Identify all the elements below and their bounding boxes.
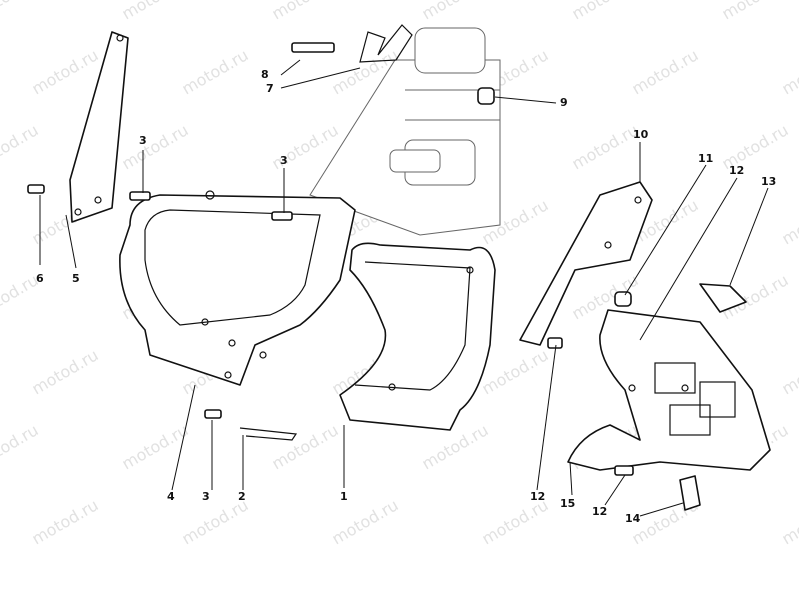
callout-2: 2 [238, 490, 246, 503]
watermark-text: motod.ru [179, 45, 252, 98]
watermark-text: motod.ru [179, 495, 252, 548]
callout-4: 4 [167, 490, 175, 503]
watermark-text: motod.ru [779, 195, 799, 248]
bolt-part-3c [204, 409, 222, 419]
watermark-text: motod.ru [119, 0, 192, 23]
watermark-text: motod.ru [719, 0, 792, 23]
callout-11: 11 [698, 152, 713, 165]
bolt-part-3b [271, 211, 293, 221]
callout-5: 5 [72, 272, 80, 285]
plate-part-13 [699, 283, 747, 313]
frame-cradle-part-4 [119, 190, 356, 386]
center-frame-part-1 [339, 242, 496, 431]
watermark-text: motod.ru [479, 345, 552, 398]
callout-12: 12 [530, 490, 545, 503]
callout-6: 6 [36, 272, 44, 285]
clip-part-2 [239, 427, 298, 441]
bolt-part-6 [27, 184, 45, 194]
callout-1: 1 [340, 490, 348, 503]
watermark-text: motod.ru [629, 45, 702, 98]
watermark-text: motod.ru [779, 45, 799, 98]
clip-part-14 [679, 475, 701, 511]
callout-9: 9 [560, 96, 568, 109]
watermark-text: motod.ru [119, 420, 192, 473]
watermark-text: motod.ru [329, 495, 402, 548]
bolt-part-8 [291, 42, 335, 53]
callout-12: 12 [592, 505, 607, 518]
leader-lines [39, 59, 769, 517]
engine-outline [309, 27, 501, 236]
watermark-text: motod.ru [0, 420, 42, 473]
watermark-text: motod.ru [0, 0, 42, 23]
callout-3: 3 [280, 154, 288, 167]
watermark-text: motod.ru [119, 120, 192, 173]
callout-15: 15 [560, 497, 575, 510]
callout-7: 7 [266, 82, 274, 95]
spring-clip-part-7 [359, 24, 413, 63]
watermark-text: motod.ru [419, 0, 492, 23]
callout-3: 3 [202, 490, 210, 503]
watermark-text: motod.ru [779, 495, 799, 548]
bolt-part-12c [614, 465, 634, 476]
bracket-part-15 [567, 309, 771, 471]
bolt-part-3a [129, 191, 151, 201]
callout-labels: 1 2 3 3 3 4 5 6 7 8 9 10 11 12 12 12 13 … [36, 68, 776, 525]
callout-3: 3 [139, 134, 147, 147]
watermark-text: motod.ru [29, 45, 102, 98]
callout-14: 14 [625, 512, 641, 525]
bushing-part-11 [614, 291, 632, 307]
callout-12: 12 [729, 164, 744, 177]
callout-10: 10 [633, 128, 649, 141]
watermark-text: motod.ru [29, 495, 102, 548]
watermark-text: motod.ru [29, 345, 102, 398]
watermark-text: motod.ru [779, 345, 799, 398]
bracket-part-10 [519, 181, 653, 346]
bolt-part-12a [547, 337, 563, 349]
bushing-part-9 [477, 87, 495, 105]
watermark-text: motod.ru [569, 120, 642, 173]
watermark-text: motod.ru [0, 120, 42, 173]
watermark-text: motod.ru [269, 0, 342, 23]
hardware [27, 24, 747, 511]
watermark-text: motod.ru [479, 495, 552, 548]
side-plate-part-5 [69, 31, 129, 223]
watermark-text: motod.ru [269, 420, 342, 473]
watermark-text: motod.ru [569, 0, 642, 23]
callout-8: 8 [261, 68, 269, 81]
callout-13: 13 [761, 175, 776, 188]
